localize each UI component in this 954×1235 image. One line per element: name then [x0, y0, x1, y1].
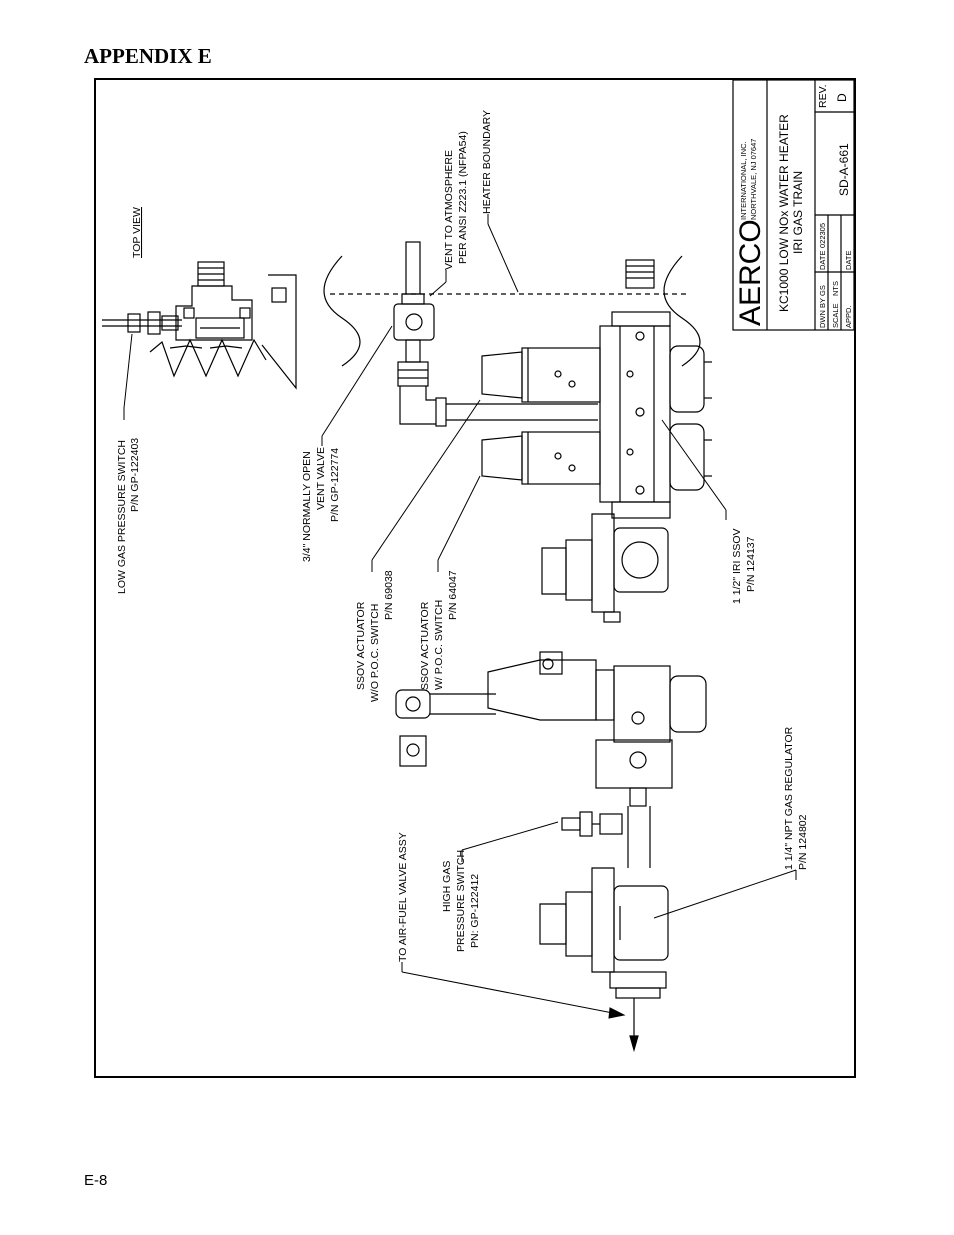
ssov-without-poc-label-3: P/N 69038: [383, 570, 395, 620]
npt-gas-regulator: [539, 867, 669, 999]
company-address: NORTHVALE, NJ 07647: [749, 139, 758, 220]
low-gas-switch-label-2: P/N GP-122403: [129, 438, 141, 512]
high-gas-switch-label-2: PRESSURE SWITCH: [455, 850, 467, 952]
high-gas-switch-label-1: HIGH GAS: [441, 861, 453, 912]
lower-actuator-assembly: [395, 651, 707, 807]
scale-label: SCALE: [831, 303, 840, 328]
dwn-by-value: GS: [818, 285, 827, 296]
regulator-label-1: 1 1/4" NPT GAS REGULATOR: [783, 726, 795, 870]
low-gas-switch-label-1: LOW GAS PRESSURE SWITCH: [116, 440, 128, 594]
ssov-actuator-with-poc: [481, 431, 601, 485]
ssov-with-poc-label-2: W/ P.O.C. SWITCH: [433, 600, 445, 690]
air-fuel-label: TO AIR-FUEL VALVE ASSY: [397, 832, 409, 962]
appd-date-label: DATE: [844, 251, 853, 270]
drawing-title-line1: KC1000 LOW NOx WATER HEATER: [777, 114, 791, 312]
drawing-number: SD-A-661: [837, 143, 851, 196]
rev-label: REV.: [817, 84, 829, 108]
ssov-with-poc-label-1: SSOV ACTUATOR: [419, 601, 431, 690]
gas-supply-pipe: [627, 806, 651, 868]
vent-atmosphere-label-1: VENT TO ATMOSPHERE: [443, 150, 455, 270]
iri-ssov-body: [599, 259, 712, 519]
aerco-logo: AERCO: [734, 219, 767, 326]
appendix-title: APPENDIX E: [84, 44, 212, 68]
ssov-with-poc-label-3: P/N 64047: [447, 570, 459, 620]
vent-valve-label-3: P/N GP-122774: [329, 448, 341, 522]
drawing-title-line2: IRI GAS TRAIN: [791, 171, 805, 254]
rev-value: D: [835, 93, 849, 102]
ssov-actuator-without-poc: [481, 347, 601, 403]
vent-valve-label-1: 3/4" NORMALLY OPEN: [301, 451, 313, 562]
regulator-label-2: P/N 124802: [797, 814, 809, 870]
vent-atmosphere-label-2: PER ANSI Z223.1 (NFPA54): [457, 131, 469, 264]
company-name: INTERNATIONAL, INC.: [739, 141, 748, 220]
dwn-by-label: DWN BY: [818, 298, 827, 328]
heater-boundary: [323, 255, 701, 367]
leader-lines: [123, 214, 797, 1019]
high-gas-switch-label-3: PN: GP-122412: [469, 874, 481, 948]
ssov-without-poc-label-2: W/O P.O.C. SWITCH: [369, 604, 381, 702]
top-view-assembly: [102, 261, 297, 390]
vent-pipe: [446, 403, 598, 421]
iri-ssov-label-2: P/N 124137: [745, 536, 757, 592]
appd-label: APPD.: [844, 305, 853, 328]
date-label: DATE: [818, 251, 827, 270]
drawing-frame: [94, 78, 856, 1078]
heater-boundary-label: HEATER BOUNDARY: [481, 110, 493, 214]
high-gas-pressure-switch: [561, 811, 623, 837]
vent-valve: [393, 241, 447, 427]
title-block: [732, 79, 855, 331]
top-view-label: TOP VIEW: [131, 207, 143, 258]
iri-ssov-label-1: 1 1/2" IRI SSOV: [731, 528, 743, 604]
ssov-without-poc-label-1: SSOV ACTUATOR: [355, 601, 367, 690]
date-value: 022305: [818, 223, 827, 248]
scale-value: NTS: [831, 281, 840, 296]
page-number: E-8: [84, 1172, 108, 1189]
vent-valve-label-2: VENT VALVE: [315, 447, 327, 510]
upper-regulator: [541, 513, 669, 623]
gas-flow-arrow: [629, 998, 639, 1053]
